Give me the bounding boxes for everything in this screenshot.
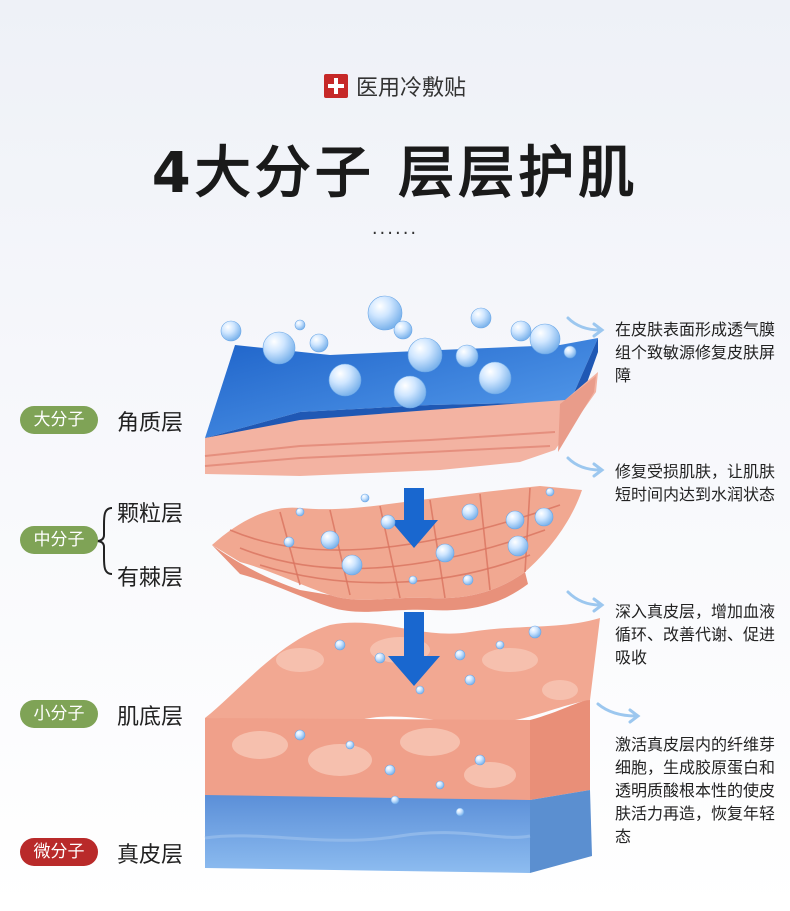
- label-stratum-corneum: 角质层: [117, 411, 184, 436]
- description-dermis: 激活真皮层内的纤维芽细胞，生成胶原蛋白和透明质酸根本性的使皮肤活力再造，恢复年轻…: [615, 735, 776, 846]
- curved-arrow-icon: [566, 316, 641, 724]
- label-granular-layer: 颗粒层: [117, 502, 184, 527]
- header: 医用冷敷贴: [0, 70, 790, 102]
- label-spinous-layer: 有棘层: [117, 566, 184, 591]
- description-stratum-corneum: 在皮肤表面形成透气膜组个致敏源修复皮肤屏障: [615, 320, 776, 385]
- medical-cross-icon: [323, 74, 348, 98]
- water-droplets: [220, 295, 577, 817]
- down-arrow-icon: [388, 612, 440, 686]
- layer-brace: [95, 507, 113, 575]
- pill-medium-molecule: 中分子: [20, 526, 98, 554]
- description-spinous-granular: 修复受损肌肤，让肌肤短时间内达到水润状态: [615, 462, 776, 504]
- product-badge: 医用冷敷贴: [323, 70, 466, 102]
- label-dermis: 真皮层: [117, 843, 184, 868]
- description-basal: 深入真皮层，增加血液循环、改善代谢、促进吸收: [615, 602, 776, 667]
- title-dots: ......: [371, 218, 419, 239]
- label-basal-layer: 肌底层: [117, 705, 184, 730]
- pill-micro-molecule: 微分子: [20, 838, 98, 866]
- pill-large-molecule: 大分子: [20, 406, 98, 434]
- down-arrow-icon: [390, 488, 438, 548]
- badge-text: 医用冷敷贴: [355, 76, 466, 101]
- pill-small-molecule: 小分子: [20, 700, 98, 728]
- page-title: 4大分子 层层护肌: [151, 141, 639, 206]
- stratum-corneum-layer: [204, 338, 598, 476]
